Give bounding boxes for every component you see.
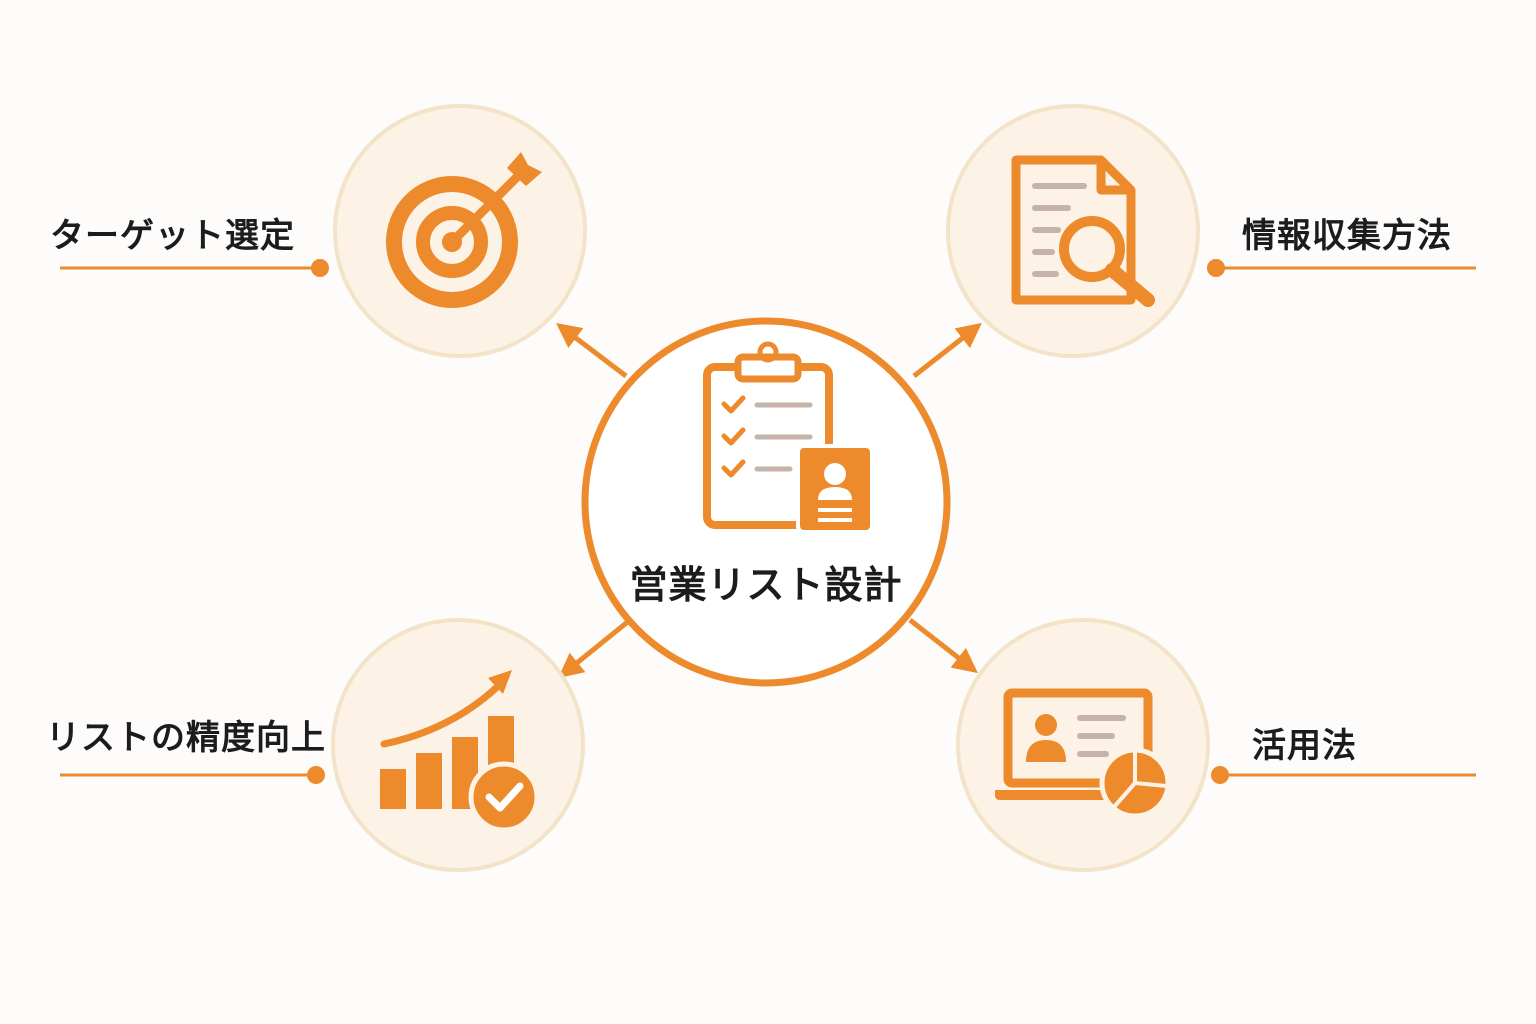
underline-dot-usage: [1211, 766, 1229, 784]
growth-chart-check-icon: [380, 670, 540, 833]
underline-dot-accuracy: [307, 766, 325, 784]
connector-arrows: [556, 322, 982, 679]
underline-dot-target: [311, 259, 329, 277]
underline-dot-info: [1207, 259, 1225, 277]
center-circle: [581, 317, 951, 687]
target-arrow-icon: [386, 152, 542, 308]
label-list-accuracy: リストの精度向上: [46, 718, 326, 758]
arrow-to-target: [556, 322, 628, 378]
label-underlines: [60, 259, 1476, 784]
document-search-icon: [1011, 155, 1155, 307]
node-circle-usage: [956, 618, 1210, 872]
laptop-profile-chart-icon: [995, 688, 1171, 819]
label-target-selection: ターゲット選定: [50, 216, 295, 256]
arrow-to-accuracy: [558, 618, 632, 679]
arrow-to-usage: [908, 618, 978, 674]
center-title: 営業リスト設計: [629, 563, 903, 607]
label-info-gathering: 情報収集方法: [1242, 216, 1452, 256]
clipboard-profile-icon: [703, 341, 874, 534]
label-usage: 活用法: [1252, 726, 1357, 766]
arrow-to-info: [912, 322, 982, 378]
